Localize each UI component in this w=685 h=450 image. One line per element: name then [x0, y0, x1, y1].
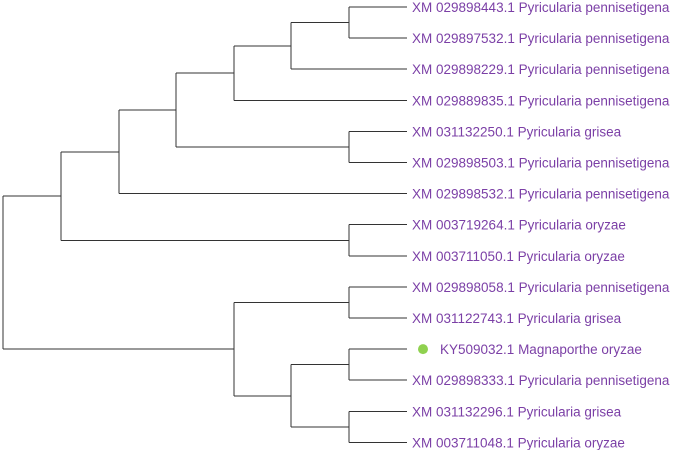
leaf-label: XM 029898058.1 Pyricularia pennisetigena [412, 280, 670, 295]
tree-branches [2, 6, 407, 443]
leaf-label: XM 029898443.1 Pyricularia pennisetigena [412, 0, 670, 15]
leaf-label: XM 029889835.1 Pyricularia pennisetigena [412, 93, 670, 108]
highlight-dot-icon [418, 344, 428, 355]
leaf-label: XM 029898532.1 Pyricularia pennisetigena [412, 187, 670, 202]
tree-leaf-labels: XM 029898443.1 Pyricularia pennisetigena… [412, 0, 670, 450]
leaf-label: XM 029898503.1 Pyricularia pennisetigena [412, 156, 670, 171]
leaf-label: XM 003711048.1 Pyricularia oryzae [412, 435, 625, 450]
leaf-label: XM 003711050.1 Pyricularia oryzae [412, 249, 625, 264]
leaf-label: KY509032.1 Magnaporthe oryzae [440, 342, 642, 357]
leaf-label: XM 031132296.1 Pyricularia grisea [412, 404, 622, 419]
leaf-label: XM 003719264.1 Pyricularia oryzae [412, 218, 626, 233]
leaf-label: XM 029897532.1 Pyricularia pennisetigena [412, 31, 670, 46]
leaf-label: XM 031132250.1 Pyricularia grisea [412, 124, 622, 139]
leaf-label: XM 029898333.1 Pyricularia pennisetigena [412, 373, 670, 388]
leaf-label: XM 029898229.1 Pyricularia pennisetigena [412, 62, 670, 77]
leaf-label: XM 031122743.1 Pyricularia grisea [412, 311, 622, 326]
